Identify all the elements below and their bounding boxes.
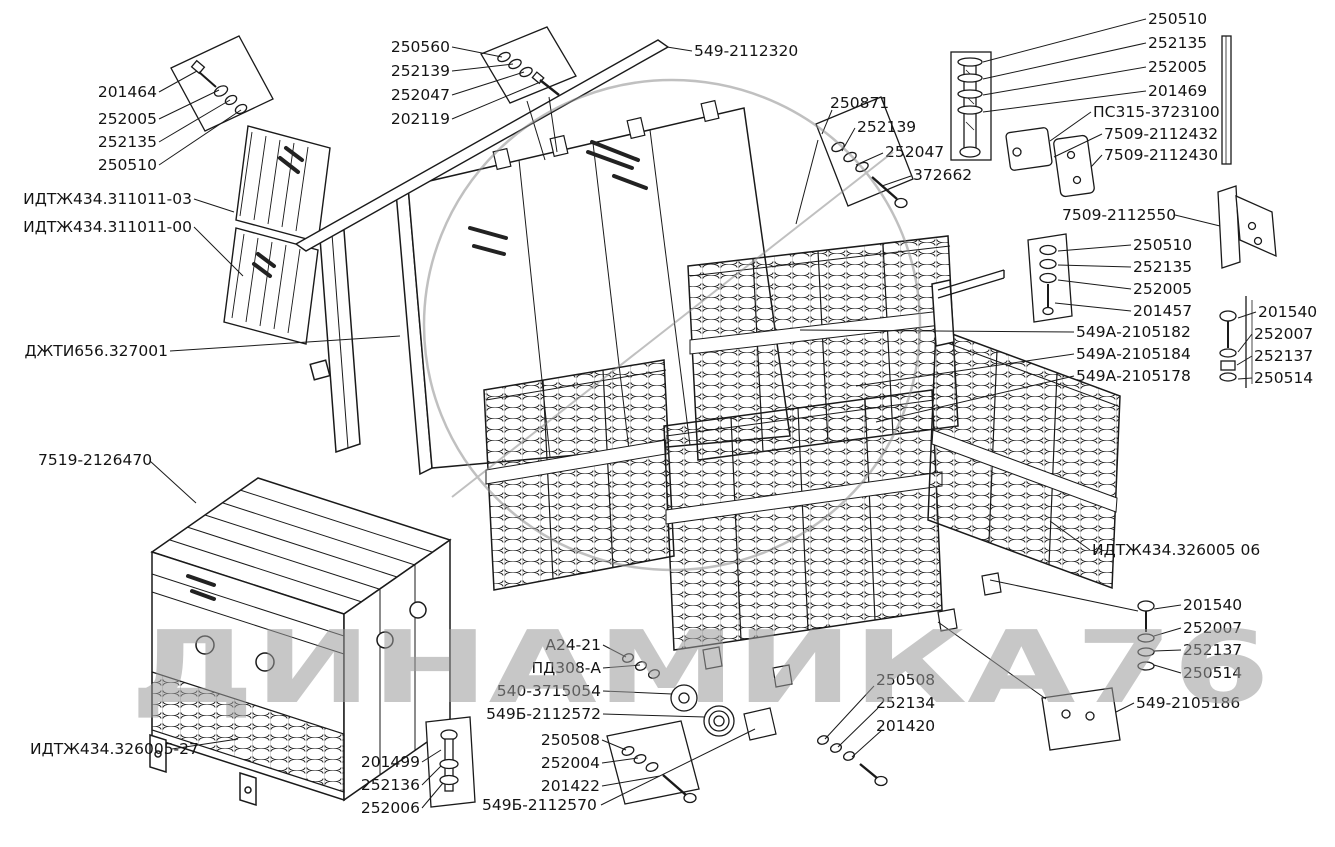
part-label: 252005 xyxy=(1133,280,1192,298)
part-label: 7509-2112432 xyxy=(1104,125,1218,143)
part-label: 7519-2126470 xyxy=(38,451,152,469)
part-label: 201469 xyxy=(1148,82,1207,100)
watermark-ellipse xyxy=(422,78,922,572)
part-label: 250514 xyxy=(1254,369,1313,387)
part-label: 549А-2105178 xyxy=(1076,367,1191,385)
part-label: 250508 xyxy=(541,731,600,749)
part-label: 252137 xyxy=(1254,347,1313,365)
labels: 201464 252005 252135 250510 ИДТЖ434.3110… xyxy=(23,10,1317,817)
part-label: 7509-2112550 xyxy=(1062,206,1176,224)
part-label: 250871 xyxy=(830,94,889,112)
part-label: 201499 xyxy=(361,753,420,771)
part-label: 250560 xyxy=(391,38,450,56)
part-label: 252139 xyxy=(857,118,916,136)
part-label: 7509-2112430 xyxy=(1104,146,1218,164)
part-label: 252134 xyxy=(876,694,935,712)
hardware-drawings xyxy=(170,26,1277,808)
left-resistor-block-drawing xyxy=(149,477,452,807)
part-label: ИДТЖ434.311011-03 xyxy=(23,190,192,208)
part-label: 540-3715054 xyxy=(497,682,601,700)
part-label: 252005 xyxy=(1148,58,1207,76)
part-label: 252004 xyxy=(541,754,600,772)
watermark: ДИНАМИКА76 xyxy=(130,78,1270,726)
part-label: 252135 xyxy=(98,133,157,151)
part-label: 201422 xyxy=(541,777,600,795)
covers-drawing xyxy=(223,125,331,345)
part-label: 250510 xyxy=(1148,10,1207,28)
leader-lines xyxy=(149,18,1257,809)
part-label: 252139 xyxy=(391,62,450,80)
part-label: ИДТЖ434.326005 06 xyxy=(1092,541,1260,559)
part-label: ИДТЖ434.311011-00 xyxy=(23,218,192,236)
part-label: 549-2105186 xyxy=(1136,694,1240,712)
part-label: 201420 xyxy=(876,717,935,735)
part-label: 252047 xyxy=(885,143,944,161)
resistor-banks-drawing xyxy=(483,235,1121,741)
part-label: ПС315-3723100 xyxy=(1093,103,1220,121)
part-label: 372662 xyxy=(913,166,972,184)
part-label: 252007 xyxy=(1254,325,1313,343)
part-label: 252135 xyxy=(1148,34,1207,52)
part-label: 201457 xyxy=(1133,302,1192,320)
part-label: 252007 xyxy=(1183,619,1242,637)
part-label: ДЖТИ656.327001 xyxy=(24,342,168,360)
part-label: ПД308-А xyxy=(531,659,601,677)
part-label: ИДТЖ434.326005-27 xyxy=(30,740,199,758)
part-label: 201540 xyxy=(1258,303,1317,321)
part-label: 201464 xyxy=(98,83,157,101)
part-label: 250510 xyxy=(1133,236,1192,254)
part-label: 549-2112320 xyxy=(694,42,798,60)
part-label: 252136 xyxy=(361,776,420,794)
part-label: 549Б-2112572 xyxy=(486,705,601,723)
part-label: 549Б-2112570 xyxy=(482,796,597,814)
part-label: 252135 xyxy=(1133,258,1192,276)
part-label: 250514 xyxy=(1183,664,1242,682)
part-label: 250508 xyxy=(876,671,935,689)
part-label: 202119 xyxy=(391,110,450,128)
watermark-text: ДИНАМИКА76 xyxy=(130,609,1270,726)
part-label: 201540 xyxy=(1183,596,1242,614)
part-label: 549А-2105182 xyxy=(1076,323,1191,341)
part-label: 549А-2105184 xyxy=(1076,345,1191,363)
part-label: 252047 xyxy=(391,86,450,104)
part-label: 250510 xyxy=(98,156,157,174)
part-label: 252006 xyxy=(361,799,420,817)
part-label: 252005 xyxy=(98,110,157,128)
part-label: А24-21 xyxy=(545,636,601,654)
part-label: 252137 xyxy=(1183,641,1242,659)
